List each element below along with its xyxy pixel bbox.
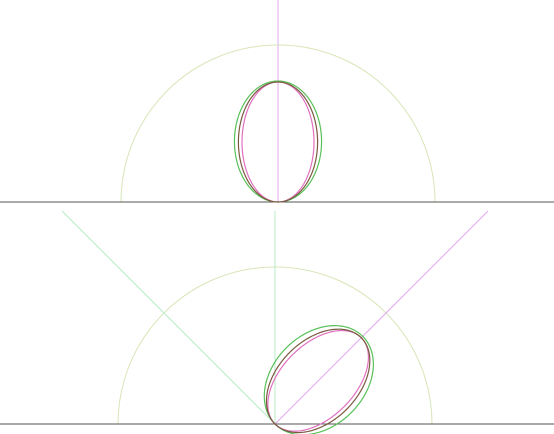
bottom-axis-45: [274, 210, 489, 425]
top-lobe-green: [233, 80, 323, 203]
bottom-lobe-brown: [265, 328, 371, 434]
bottom-guide-135: [61, 210, 276, 425]
bottom-lobe-green: [263, 325, 374, 434]
top-reference-circle: [120, 44, 436, 203]
bottom-panel: [0, 210, 554, 434]
top-panel: [0, 0, 554, 203]
top-lobe-brown: [237, 81, 319, 203]
